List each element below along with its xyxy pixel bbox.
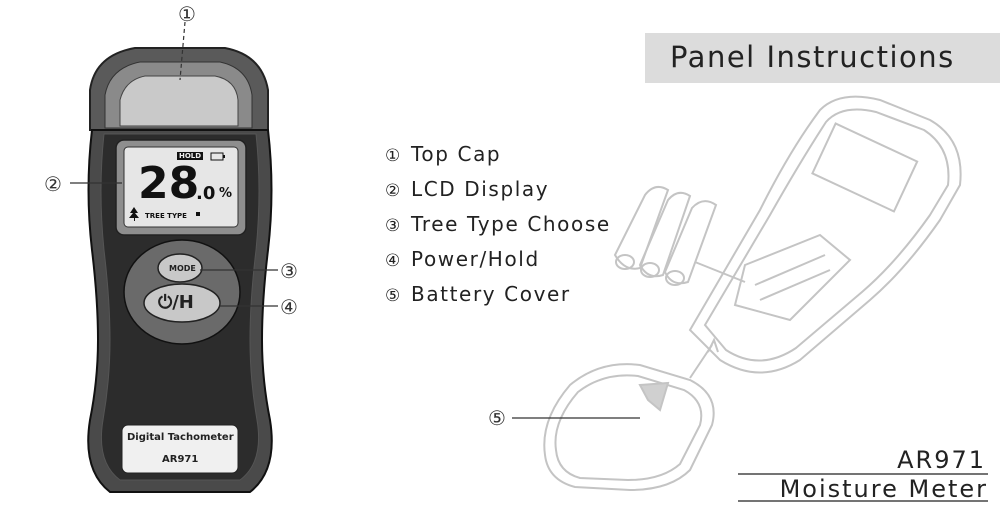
product-name: Moisture Meter xyxy=(779,475,988,503)
list-item-tree-type: ③ Tree Type Choose xyxy=(385,212,611,236)
callout-2: ② xyxy=(44,172,62,196)
device-label-name: Digital Tachometer xyxy=(127,432,234,443)
banner-title: Panel Instructions xyxy=(670,40,955,74)
power-button-label: ⏻/H xyxy=(158,292,194,313)
item-number: ④ xyxy=(385,251,402,271)
item-label: LCD Display xyxy=(411,177,550,201)
item-number: ⑤ xyxy=(385,286,402,306)
list-item-power-hold: ④ Power/Hold xyxy=(385,247,540,271)
meter-rear-view xyxy=(543,95,962,492)
mode-button-label: MODE xyxy=(169,264,196,273)
callout-5: ⑤ xyxy=(488,406,506,430)
item-label: Power/Hold xyxy=(411,247,540,271)
callout-1: ① xyxy=(178,2,196,26)
callout-3: ③ xyxy=(280,259,298,283)
item-number: ② xyxy=(385,181,402,201)
list-item-lcd-display: ② LCD Display xyxy=(385,177,549,201)
power-hold-button[interactable] xyxy=(143,283,221,323)
mode-button[interactable] xyxy=(157,253,203,283)
callout-4: ④ xyxy=(280,295,298,319)
label-plate xyxy=(121,424,239,474)
lcd-hold-indicator: HOLD xyxy=(177,152,204,160)
lcd-screen xyxy=(123,146,239,228)
list-item-top-cap: ① Top Cap xyxy=(385,142,501,166)
device-label-model: AR971 xyxy=(162,454,199,465)
panel-instructions-banner xyxy=(645,33,1000,83)
item-label: Tree Type Choose xyxy=(411,212,611,236)
item-label: Top Cap xyxy=(411,142,502,166)
item-label: Battery Cover xyxy=(411,282,571,306)
lcd-tree-type: TREE TYPE xyxy=(145,212,187,220)
lcd-decimal: .0 xyxy=(196,183,216,204)
item-number: ③ xyxy=(385,216,402,236)
meter-front-view xyxy=(70,21,278,493)
list-item-battery-cover: ⑤ Battery Cover xyxy=(385,282,571,306)
item-number: ① xyxy=(385,146,402,166)
product-model: AR971 xyxy=(897,446,986,474)
tree-icon xyxy=(129,207,139,221)
lcd-unit: % xyxy=(219,186,233,201)
lcd-reading: 28 xyxy=(138,158,200,209)
